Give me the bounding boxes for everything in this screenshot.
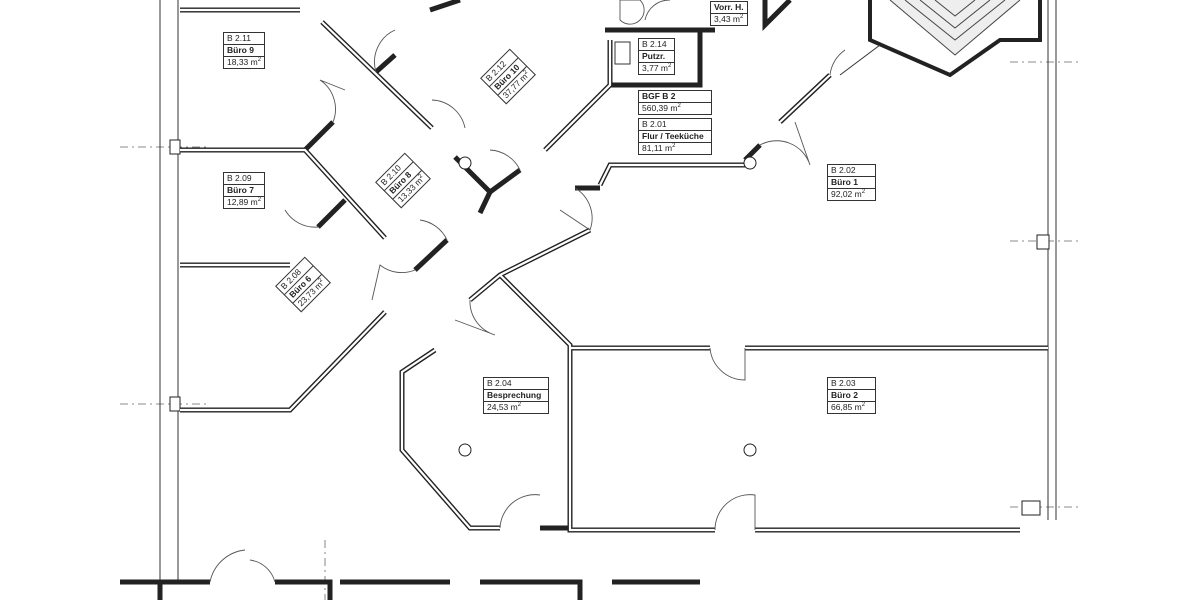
staircase bbox=[839, 0, 1042, 78]
summary-name: BGF B 2 bbox=[639, 91, 711, 103]
room-name: Vorr. H. bbox=[711, 2, 747, 14]
doors bbox=[209, 0, 846, 583]
room-name: Besprechung bbox=[484, 390, 548, 402]
room-area: 3,77 m2 bbox=[642, 63, 672, 73]
room-id: B 2.01 bbox=[639, 119, 711, 131]
sink bbox=[614, 41, 631, 65]
room-id: B 2.03 bbox=[828, 378, 875, 390]
room-label-b2-09: B 2.09 Büro 7 12,89 m2 bbox=[223, 172, 266, 209]
room-name: Büro 7 bbox=[224, 185, 265, 197]
room-label-b2-14: B 2.14 Putzr. 3,77 m2 bbox=[638, 38, 676, 75]
room-area: 92,02 m2 bbox=[831, 189, 866, 199]
room-area: 3,43 m2 bbox=[714, 14, 744, 24]
room-label-vorr-h: Vorr. H. 3,43 m2 bbox=[710, 1, 748, 26]
room-name: Büro 9 bbox=[224, 45, 265, 57]
room-area: 12,89 m2 bbox=[227, 197, 262, 207]
walls bbox=[120, 0, 1057, 600]
room-label-b2-01: B 2.01 Flur / Teeküche 81,11 m2 bbox=[638, 118, 712, 155]
room-name: Putzr. bbox=[639, 51, 675, 63]
room-area: 18,33 m2 bbox=[227, 57, 262, 67]
room-label-b2-03: B 2.03 Büro 2 66,85 m2 bbox=[827, 377, 876, 414]
bgf-summary-label: BGF B 2 560,39 m2 bbox=[638, 90, 712, 115]
columns bbox=[458, 156, 757, 457]
room-name: Büro 2 bbox=[828, 390, 875, 402]
room-label-b2-04: B 2.04 Besprechung 24,53 m2 bbox=[483, 377, 549, 414]
room-area: 66,85 m2 bbox=[831, 402, 866, 412]
room-name: Büro 1 bbox=[828, 177, 875, 189]
room-area: 24,53 m2 bbox=[487, 402, 522, 412]
room-name: Flur / Teeküche bbox=[639, 131, 711, 143]
room-id: B 2.14 bbox=[639, 39, 675, 51]
summary-area: 560,39 m2 bbox=[642, 103, 681, 113]
room-area: 81,11 m2 bbox=[642, 143, 676, 153]
room-id: B 2.11 bbox=[224, 33, 265, 45]
room-id: B 2.09 bbox=[224, 173, 265, 185]
room-label-b2-02: B 2.02 Büro 1 92,02 m2 bbox=[827, 164, 876, 201]
room-label-b2-11: B 2.11 Büro 9 18,33 m2 bbox=[223, 32, 266, 69]
room-id: B 2.04 bbox=[484, 378, 548, 390]
room-id: B 2.02 bbox=[828, 165, 875, 177]
